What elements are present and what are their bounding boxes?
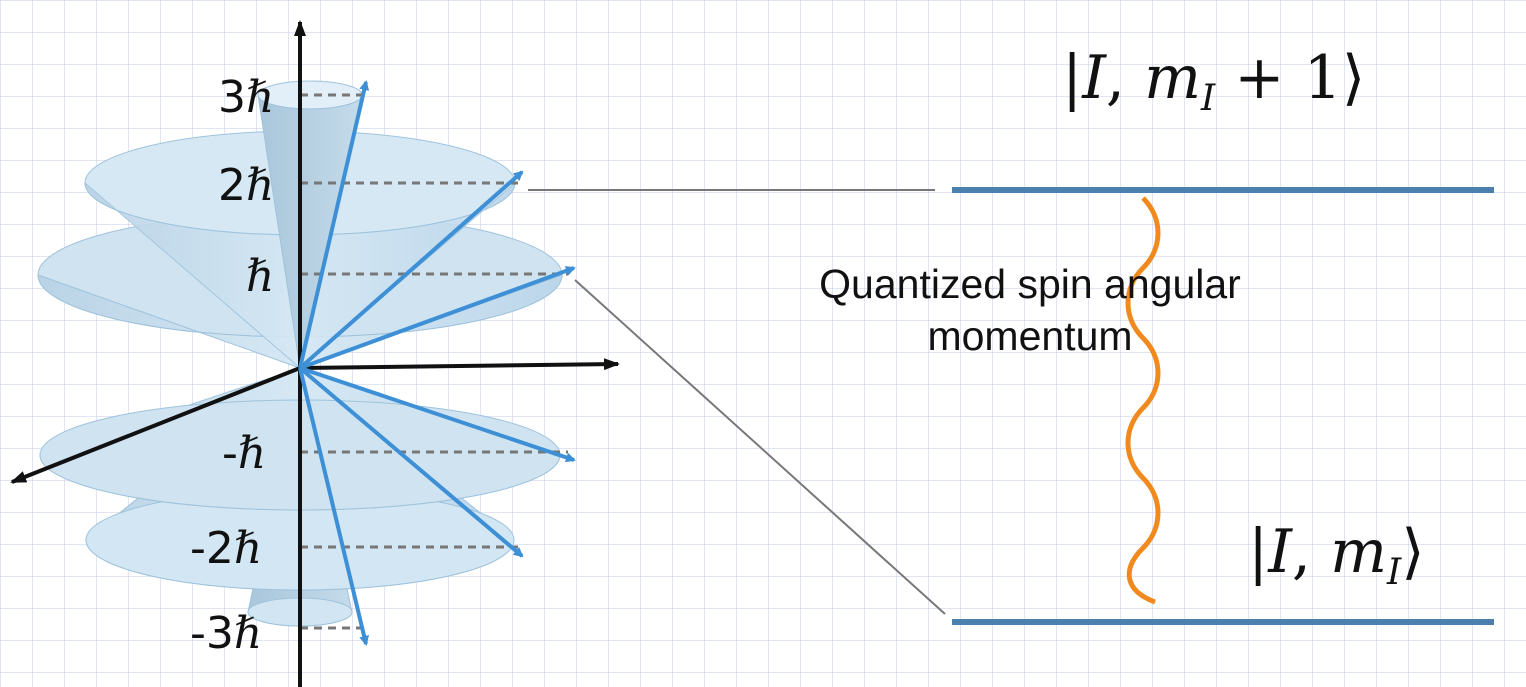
ket-close: ⟩	[1341, 43, 1366, 113]
axes	[10, 20, 620, 687]
ket-subscript: I	[1200, 78, 1216, 119]
x-axis	[299, 358, 620, 371]
upper-state-ket: |I, mI + 1⟩	[1062, 48, 1365, 117]
lower-state-ket: |I, mI⟩	[1248, 522, 1425, 591]
level-number: 3	[218, 72, 246, 123]
vector-minus-2	[298, 366, 524, 558]
transition-caption: Quantized spin angular momentum	[819, 261, 1241, 360]
level-number: -2	[190, 523, 234, 574]
level-label-plus-1: ℏ	[246, 255, 274, 299]
transition-wave	[1125, 196, 1161, 605]
ket-m: m	[1330, 517, 1387, 587]
hbar-symbol: ℏ	[246, 251, 275, 302]
connectors	[528, 189, 946, 615]
ket-bar: |	[1062, 43, 1083, 113]
hbar-symbol: ℏ	[233, 608, 263, 659]
y-axis	[10, 366, 301, 484]
ket-tail: + 1	[1215, 43, 1342, 113]
level-number: -	[222, 428, 238, 479]
hbar-symbol: ℏ	[246, 72, 275, 123]
vector-minus-1	[299, 366, 576, 463]
ket-subscript: I	[1386, 552, 1402, 593]
ket-I: I	[1082, 43, 1106, 113]
ket-close: ⟩	[1401, 517, 1425, 587]
ket-bar: |	[1248, 517, 1269, 587]
level-number: 2	[218, 160, 246, 211]
vector-minus-3	[298, 367, 370, 646]
level-label-minus-1: -ℏ	[222, 432, 266, 476]
hbar-symbol: ℏ	[246, 160, 275, 211]
ket-separator: ,	[1291, 517, 1331, 587]
level-label-plus-3: 3ℏ	[218, 76, 274, 120]
hbar-symbol: ℏ	[237, 428, 267, 479]
vector-plus-3	[298, 80, 370, 369]
level-label-minus-3: -3ℏ	[190, 612, 262, 656]
ket-m: m	[1144, 43, 1201, 113]
level-number: -3	[190, 608, 234, 659]
hbar-symbol: ℏ	[233, 523, 263, 574]
connector-lower	[574, 279, 946, 615]
level-label-minus-2: -2ℏ	[190, 527, 262, 571]
level-dashes	[300, 93, 568, 630]
vector-plus-1	[299, 266, 576, 370]
spin-vectors	[298, 80, 576, 646]
energy-levels	[952, 187, 1494, 625]
ket-separator: ,	[1105, 43, 1145, 113]
vector-plus-2	[298, 170, 524, 370]
ket-I: I	[1268, 517, 1292, 587]
level-label-plus-2: 2ℏ	[218, 164, 274, 208]
